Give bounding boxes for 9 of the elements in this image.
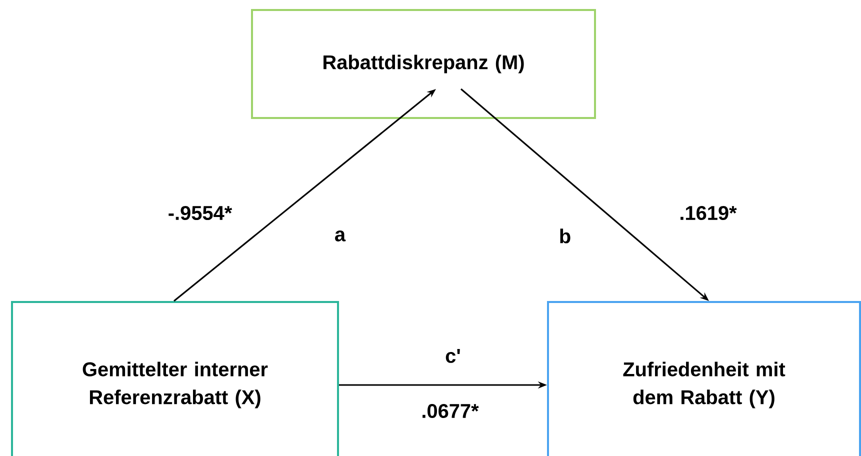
process-box: Zufriedenheit mit dem Rabatt (Y) bbox=[547, 301, 861, 456]
edge-label: c' bbox=[446, 349, 460, 363]
process-box: Rabattdiskrepanz (M) bbox=[251, 9, 596, 119]
coefficient-label: .1619* bbox=[680, 206, 737, 220]
coefficient-label: -.9554* bbox=[168, 206, 232, 220]
edge-label: b bbox=[560, 228, 570, 244]
process-box: Gemittelter interner Referenzrabatt (X) bbox=[11, 301, 339, 456]
edge-label: a bbox=[335, 230, 346, 242]
coefficient-label: .0677* bbox=[422, 404, 479, 418]
